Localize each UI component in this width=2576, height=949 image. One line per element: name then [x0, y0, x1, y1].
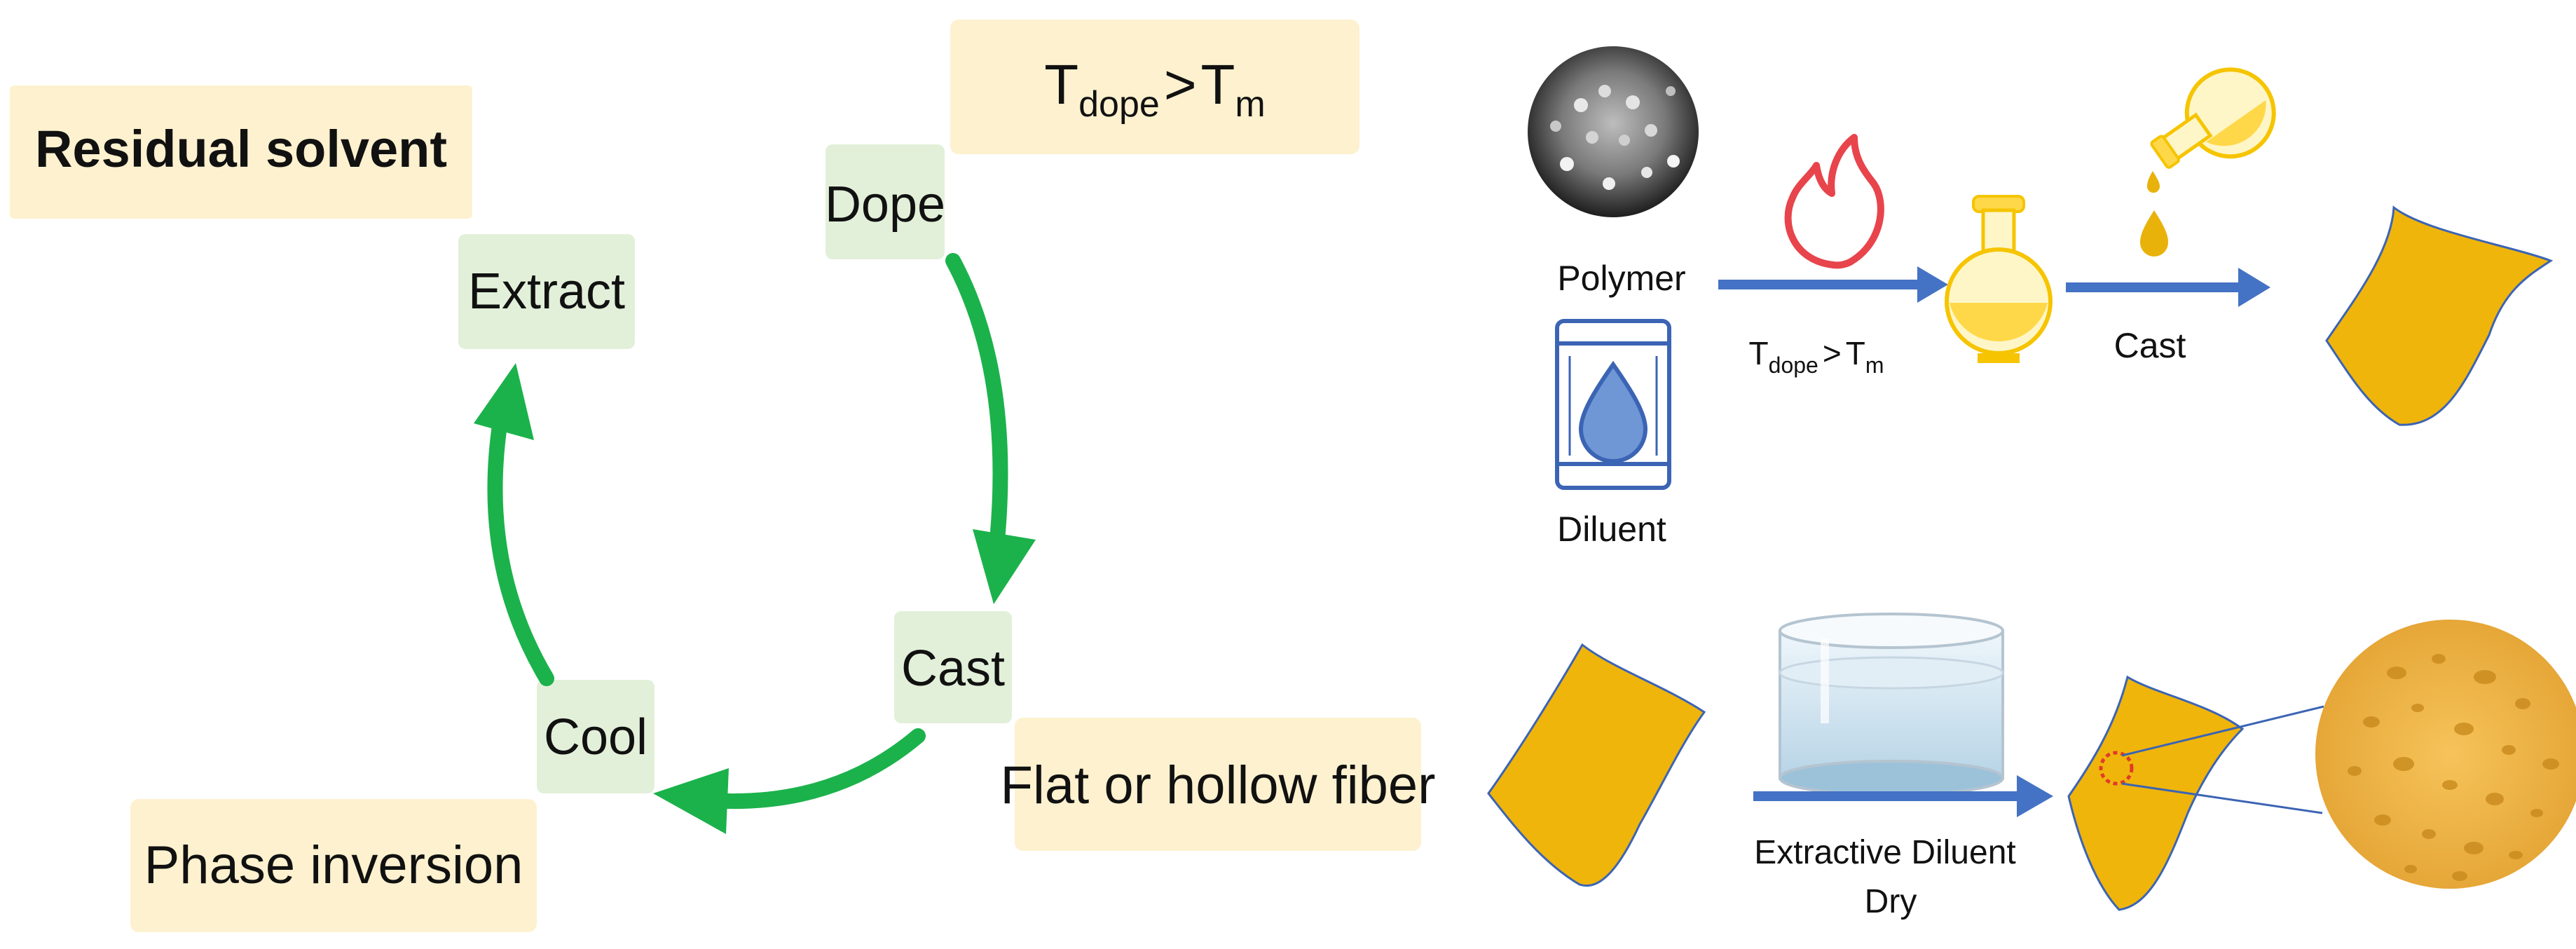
step-dope: Dope — [825, 144, 945, 259]
step-cool-label: Cool — [544, 709, 648, 765]
extractive-diluent-label: Extractive Diluent — [1754, 834, 2015, 871]
zoom-guide-lower — [2121, 782, 2323, 814]
step-extract-label: Extract — [468, 264, 625, 320]
flask-icon — [1945, 195, 2053, 363]
zoom-marker — [2099, 751, 2134, 786]
membrane-before-extraction — [1487, 643, 1706, 887]
diluent-label: Diluent — [1557, 510, 1666, 549]
final-porous-membrane — [2067, 675, 2245, 911]
note-phase-inversion: Phase inversion — [130, 799, 537, 932]
residual-solvent-label: Residual solvent — [35, 120, 447, 178]
arrow-cast-to-cool — [653, 728, 926, 834]
diluent-barrel-icon — [1555, 319, 1671, 490]
arrow-cool-to-extract — [474, 363, 554, 686]
process-temperature-label: Tdope>Tm — [1749, 335, 1884, 378]
step-cast-label: Cast — [901, 641, 1005, 697]
polymer-label: Polymer — [1557, 259, 1685, 298]
pouring-flask-icon — [2140, 67, 2276, 257]
note-residual-solvent: Residual solvent — [10, 86, 472, 219]
step-cool: Cool — [537, 680, 655, 793]
step-dope-label: Dope — [825, 177, 945, 233]
temperature-condition-label: Tdope>Tm — [1044, 53, 1265, 125]
arrow-dope-to-cast — [945, 253, 1036, 604]
flat-or-hollow-fiber-label: Flat or hollow fiber — [1001, 756, 1436, 815]
step-cast: Cast — [894, 611, 1012, 723]
arrow-cast — [2066, 268, 2270, 307]
dry-label: Dry — [1865, 883, 1917, 920]
porous-membrane-image — [2315, 620, 2576, 889]
note-temperature: Tdope>Tm — [950, 20, 1359, 154]
cast-membrane-shape — [2325, 205, 2554, 426]
note-flat-or-hollow-fiber: Flat or hollow fiber — [1001, 718, 1436, 851]
water-dish-icon — [1779, 613, 2004, 796]
flame-icon — [1784, 134, 1884, 269]
step-extract: Extract — [458, 234, 635, 349]
cast-process-label: Cast — [2114, 326, 2186, 365]
polymer-pellets-image — [1528, 46, 1699, 217]
arrow-heat-dissolve — [1718, 266, 1948, 303]
arrow-extract-dry — [1753, 775, 2053, 817]
zoom-guide-upper — [2121, 705, 2324, 757]
phase-inversion-label: Phase inversion — [144, 835, 523, 895]
